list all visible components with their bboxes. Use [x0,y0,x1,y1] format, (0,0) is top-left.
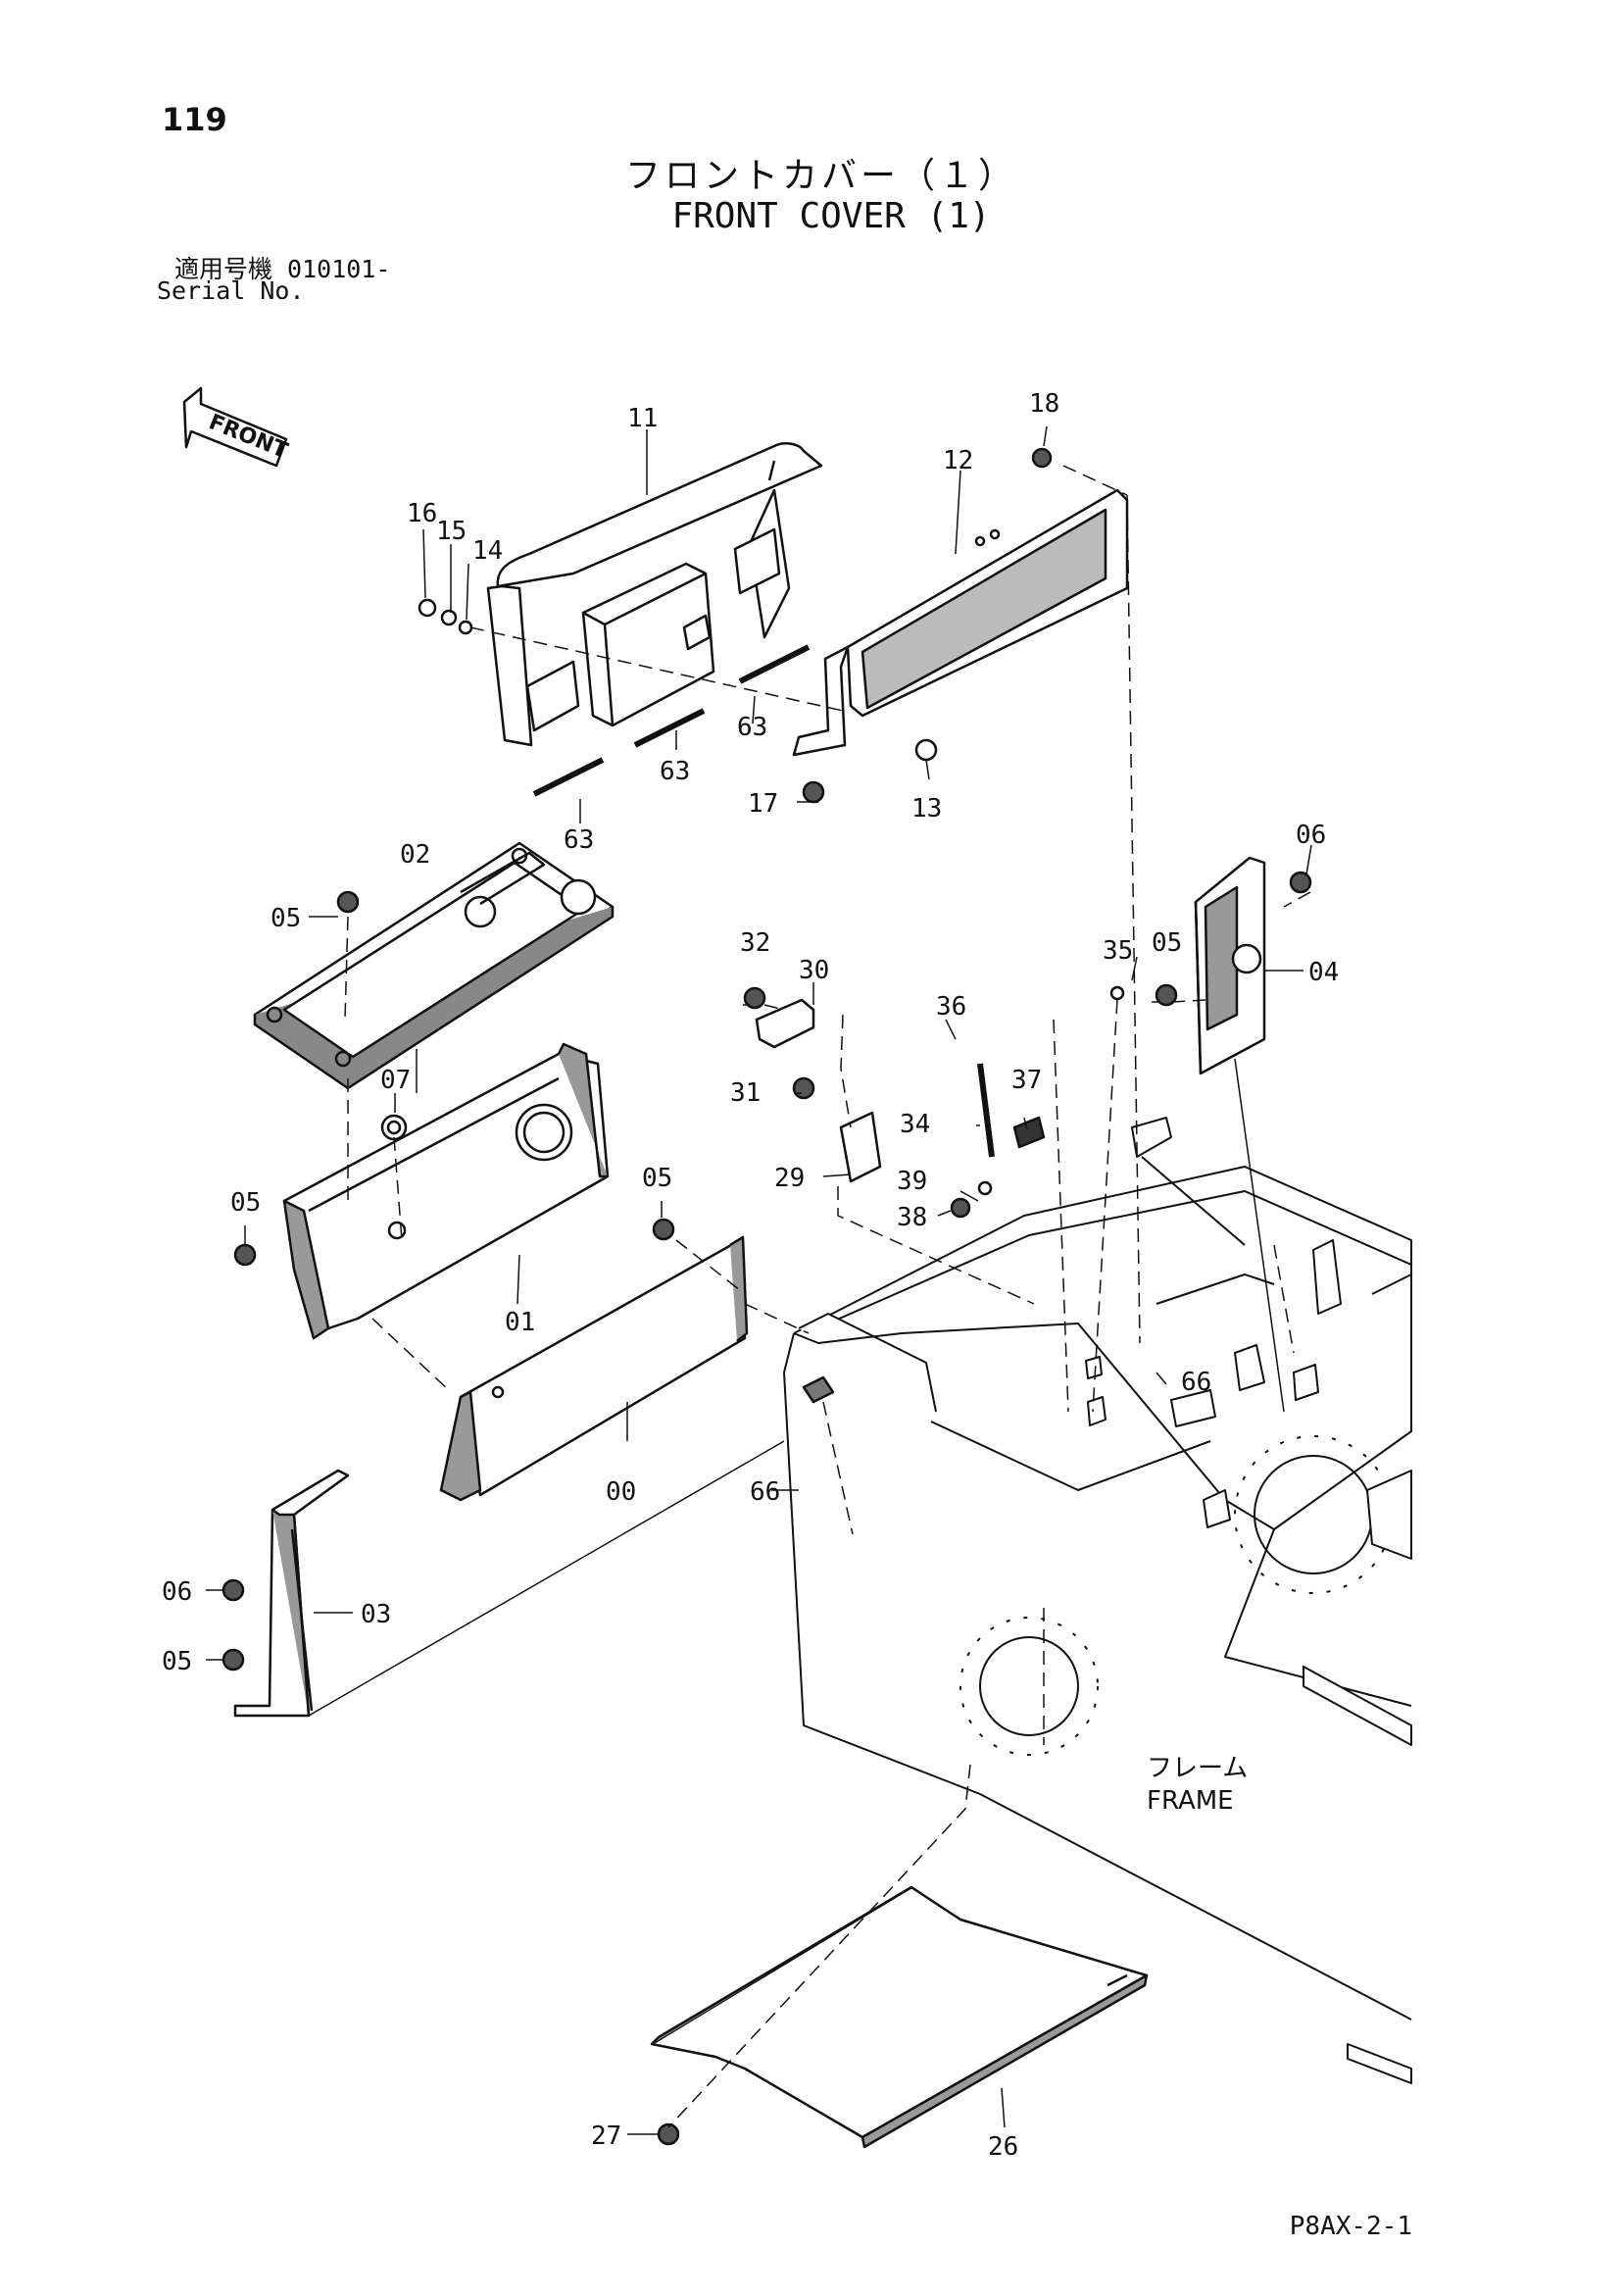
page-number: 119 [162,101,227,138]
callout-37: 37 [1011,1066,1042,1095]
callout-32: 32 [740,928,770,958]
page-title-japanese: フロントカバー（１） [624,156,1017,196]
callout-02: 02 [400,840,430,870]
callout-15: 15 [436,517,467,546]
callout-05-c: 05 [230,1188,261,1218]
callout-05-a: 05 [270,904,301,933]
callout-63-a: 63 [564,825,594,855]
callout-18: 18 [1029,389,1059,419]
callout-66-a: 66 [1181,1368,1211,1397]
part-03-left-bracket [233,1469,350,1718]
callout-numbers: 11 12 18 16 15 14 63 63 63 17 13 02 05 0… [162,389,1339,2162]
page-title-english: FRONT COVER (1) [671,196,991,236]
callout-36: 36 [936,992,966,1022]
callout-06-a: 06 [1296,821,1326,850]
callout-30: 30 [799,956,829,985]
callout-07: 07 [380,1066,411,1095]
document-code: P8AX-2-1 [1289,2212,1412,2241]
part-29-30-brackets [755,998,882,1183]
callout-05-d: 05 [642,1164,672,1193]
callout-05-e: 05 [162,1647,192,1676]
frame-assembly [783,1117,1412,2084]
callout-04: 04 [1308,958,1339,987]
callout-31: 31 [730,1078,761,1108]
solid-assembly-lines [308,1058,1285,1717]
frame-label-japanese: フレーム [1147,1754,1248,1783]
callout-17: 17 [748,789,778,819]
callout-03: 03 [361,1600,391,1629]
callout-13: 13 [911,794,942,824]
callout-06-b: 06 [162,1577,192,1607]
callout-35: 35 [1103,936,1133,966]
part-34-rod [977,1063,1046,1158]
assembly-guide-lines [344,465,1311,2128]
callout-34: 34 [900,1110,930,1139]
callout-63-c: 63 [737,713,767,742]
callout-66-b: 66 [750,1477,780,1507]
callout-05-b: 05 [1152,928,1182,958]
part-63-seal-strips [532,644,811,797]
serial-number-label: Serial No. [157,276,305,305]
part-04-right-bracket [1194,856,1266,1075]
callout-38: 38 [897,1203,927,1232]
front-arrow-icon: FRONT [182,386,291,468]
callout-16: 16 [407,499,437,528]
part-26-under-cover [650,1885,1149,2149]
part-01-front-panel [282,1042,610,1340]
callout-63-b: 63 [660,757,690,786]
callout-00: 00 [606,1477,636,1507]
frame-label: フレーム FRAME [1147,1754,1248,1816]
serial-applicability-label: 適用号機 010101- [174,255,391,283]
callout-27: 27 [591,2121,621,2151]
part-02-top-plate [253,841,615,1090]
callout-01: 01 [505,1308,535,1337]
callout-leaders [206,425,1312,2135]
frame-label-english: FRAME [1147,1786,1234,1816]
part-00-lower-panel [439,1235,749,1502]
callout-26: 26 [988,2132,1018,2162]
callout-14: 14 [472,536,503,566]
callout-29: 29 [774,1164,805,1193]
callout-11: 11 [627,404,658,433]
part-11-upper-cover [486,442,823,747]
callout-12: 12 [943,446,973,475]
part-12-side-cover [792,488,1129,757]
callout-39: 39 [897,1167,927,1196]
